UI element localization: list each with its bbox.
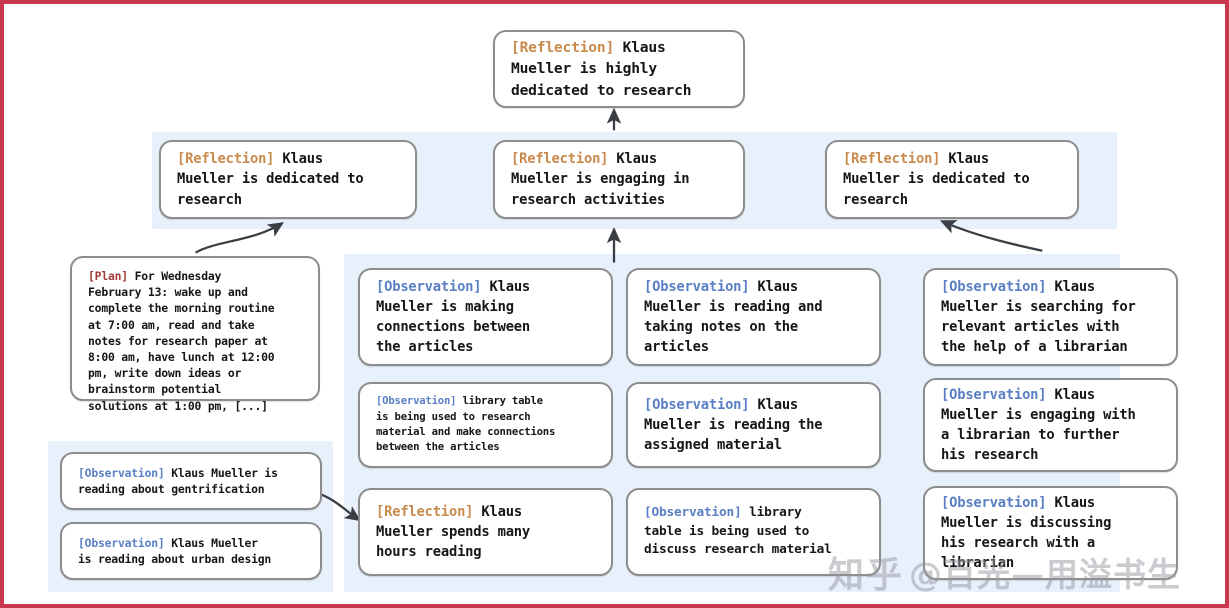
node-reflection-spends-hours-reading-body: Klaus Mueller spends many hours reading xyxy=(376,503,531,561)
observation-tag: [Observation] xyxy=(376,278,482,295)
node-obs-discussing-librarian-body: Klaus Mueller is discussing his research… xyxy=(941,494,1112,572)
node-reflection-dedicated-right[interactable]: [Reflection] Klaus Mueller is dedicated … xyxy=(825,140,1079,219)
reflection-tag: [Reflection] xyxy=(843,151,941,168)
reflection-tag: [Reflection] xyxy=(511,39,615,57)
node-obs-reading-taking-notes-text: [Observation] Klaus Mueller is reading a… xyxy=(644,277,823,358)
node-obs-library-table-connections[interactable]: [Observation] library table is being use… xyxy=(358,382,613,468)
observation-tag: [Observation] xyxy=(941,386,1047,403)
node-obs-urban-design-body: Klaus Mueller is reading about urban des… xyxy=(78,535,272,566)
node-reflection-dedicated-left[interactable]: [Reflection] Klaus Mueller is dedicated … xyxy=(159,140,417,219)
node-plan-body: For Wednesday February 13: wake up and c… xyxy=(88,269,275,413)
node-obs-making-connections[interactable]: [Observation] Klaus Mueller is making co… xyxy=(358,268,613,366)
node-obs-making-connections-text: [Observation] Klaus Mueller is making co… xyxy=(376,277,530,358)
node-obs-library-table-discuss[interactable]: [Observation] library table is being use… xyxy=(626,488,881,576)
observation-tag: [Observation] xyxy=(644,278,750,295)
node-obs-reading-taking-notes[interactable]: [Observation] Klaus Mueller is reading a… xyxy=(626,268,881,366)
node-reflection-engaging-text: [Reflection] Klaus Mueller is engaging i… xyxy=(511,149,690,209)
node-reflection-engaging[interactable]: [Reflection] Klaus Mueller is engaging i… xyxy=(493,140,745,219)
observation-tag: [Observation] xyxy=(376,395,457,408)
node-reflection-spends-hours-reading-text: [Reflection] Klaus Mueller spends many h… xyxy=(376,502,530,562)
observation-tag: [Observation] xyxy=(644,504,742,520)
node-root-reflection-text: [Reflection] Klaus Mueller is highly ded… xyxy=(511,37,692,101)
observation-tag: [Observation] xyxy=(78,535,165,550)
node-reflection-spends-hours-reading[interactable]: [Reflection] Klaus Mueller spends many h… xyxy=(358,488,613,576)
node-obs-searching-articles[interactable]: [Observation] Klaus Mueller is searching… xyxy=(923,268,1178,366)
plan-tag: [Plan] xyxy=(88,269,128,283)
diagram-stage: [Reflection] Klaus Mueller is highly ded… xyxy=(4,4,1225,604)
node-obs-library-table-discuss-body: library table is being used to discuss r… xyxy=(644,504,832,558)
node-obs-urban-design-text: [Observation] Klaus Mueller is reading a… xyxy=(78,535,271,567)
node-obs-gentrification-body: Klaus Mueller is reading about gentrific… xyxy=(78,465,278,496)
node-obs-reading-assigned-material-text: [Observation] Klaus Mueller is reading t… xyxy=(644,395,823,455)
node-obs-gentrification[interactable]: [Observation] Klaus Mueller is reading a… xyxy=(60,452,322,510)
node-reflection-dedicated-right-body: Klaus Mueller is dedicated to research xyxy=(843,151,1030,208)
node-root-reflection-body: Klaus Mueller is highly dedicated to res… xyxy=(511,39,692,99)
observation-tag: [Observation] xyxy=(644,396,750,413)
node-obs-discussing-librarian[interactable]: [Observation] Klaus Mueller is discussin… xyxy=(923,486,1178,580)
node-obs-reading-taking-notes-body: Klaus Mueller is reading and taking note… xyxy=(644,278,823,356)
reflection-tag: [Reflection] xyxy=(511,151,609,168)
reflection-tag: [Reflection] xyxy=(177,151,275,168)
node-root-reflection[interactable]: [Reflection] Klaus Mueller is highly ded… xyxy=(493,30,745,108)
node-obs-library-table-discuss-text: [Observation] library table is being use… xyxy=(644,504,832,560)
node-obs-searching-articles-text: [Observation] Klaus Mueller is searching… xyxy=(941,277,1136,358)
node-obs-urban-design[interactable]: [Observation] Klaus Mueller is reading a… xyxy=(60,522,322,580)
node-obs-reading-assigned-material-body: Klaus Mueller is reading the assigned ma… xyxy=(644,396,823,454)
node-reflection-dedicated-left-body: Klaus Mueller is dedicated to research xyxy=(177,151,364,208)
node-reflection-dedicated-right-text: [Reflection] Klaus Mueller is dedicated … xyxy=(843,149,1030,209)
node-plan-text: [Plan] For Wednesday February 13: wake u… xyxy=(88,268,275,414)
observation-tag: [Observation] xyxy=(78,465,165,480)
observation-tag: [Observation] xyxy=(941,494,1047,511)
node-obs-searching-articles-body: Klaus Mueller is searching for relevant … xyxy=(941,278,1136,356)
node-obs-reading-assigned-material[interactable]: [Observation] Klaus Mueller is reading t… xyxy=(626,382,881,468)
observation-tag: [Observation] xyxy=(941,278,1047,295)
reflection-tag: [Reflection] xyxy=(376,503,474,520)
node-obs-discussing-librarian-text: [Observation] Klaus Mueller is discussin… xyxy=(941,493,1111,574)
node-obs-engaging-librarian-text: [Observation] Klaus Mueller is engaging … xyxy=(941,385,1136,466)
node-obs-engaging-librarian[interactable]: [Observation] Klaus Mueller is engaging … xyxy=(923,378,1178,472)
node-reflection-engaging-body: Klaus Mueller is engaging in research ac… xyxy=(511,151,690,208)
node-plan[interactable]: [Plan] For Wednesday February 13: wake u… xyxy=(70,256,320,413)
node-obs-making-connections-body: Klaus Mueller is making connections betw… xyxy=(376,278,531,356)
node-obs-library-table-connections-body: library table is being used to research … xyxy=(376,395,556,454)
node-reflection-dedicated-left-text: [Reflection] Klaus Mueller is dedicated … xyxy=(177,149,364,209)
node-obs-gentrification-text: [Observation] Klaus Mueller is reading a… xyxy=(78,465,278,497)
node-obs-engaging-librarian-body: Klaus Mueller is engaging with a librari… xyxy=(941,386,1136,464)
node-obs-library-table-connections-text: [Observation] library table is being use… xyxy=(376,394,555,456)
